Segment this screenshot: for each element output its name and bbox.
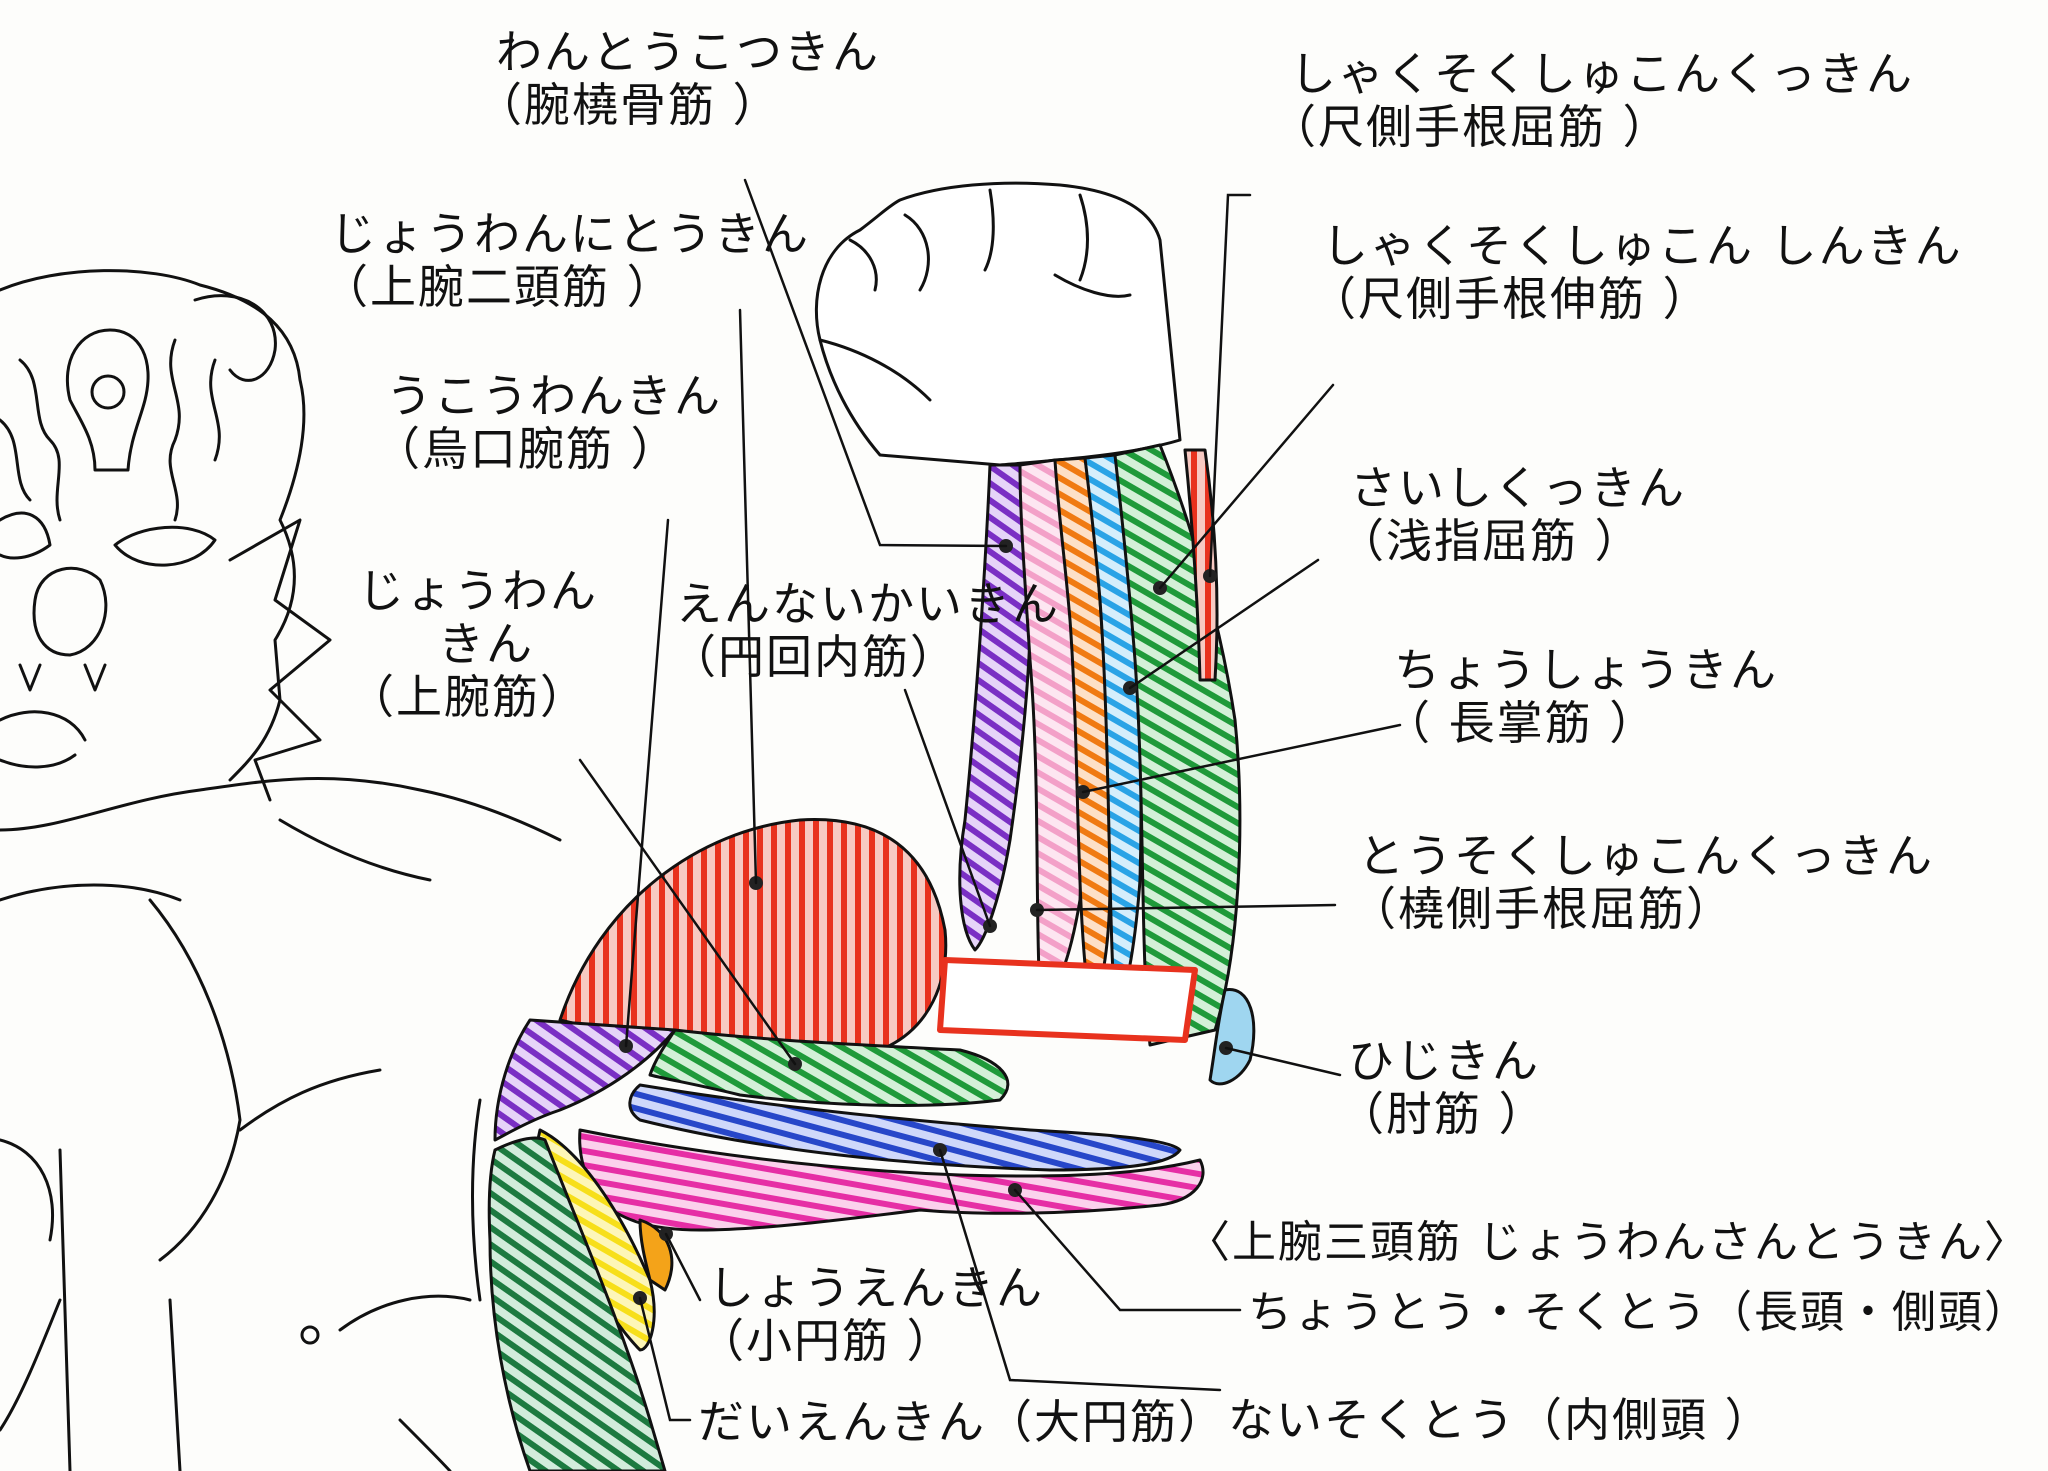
label-triceps-medial-text: ないそくとう（内側頭 ） — [1228, 1393, 1773, 1447]
leader-pronator — [903, 688, 992, 928]
torso-lat — [238, 1068, 472, 1471]
label-teres-minor-kana: しょうえんきん — [708, 1261, 1044, 1315]
torso-side — [0, 1138, 62, 1432]
label-fcu-kanji: （尺側手根屈筋 ） — [1270, 99, 1671, 154]
label-brachialis-kana2: きん — [438, 616, 534, 671]
muscle-teres-major — [487, 1136, 667, 1471]
label-anconeus: ひじきん （肘筋 ） — [1338, 1034, 1547, 1141]
leader-palmaris — [1081, 723, 1402, 794]
label-anconeus-kana: ひじきん — [1348, 1034, 1540, 1088]
label-teres-major: だいえんきん（大円筋） — [698, 1396, 1226, 1449]
leader-teres-minor — [664, 1232, 702, 1302]
torso-armpit — [471, 1098, 482, 1302]
mask-stripes-right — [168, 338, 221, 522]
leader-biceps — [738, 308, 758, 885]
label-coracobrachialis-kanji: （烏口腕筋 ） — [374, 421, 679, 476]
label-anconeus-kanji: （肘筋 ） — [1338, 1086, 1547, 1141]
figure-outline — [0, 269, 562, 1471]
label-triceps-long-lateral: ちょうとう・そくとう（長頭・側頭） — [1248, 1287, 2030, 1339]
leader-fds — [1128, 558, 1320, 690]
label-ecu-kana: しゃくそくしゅこん しんきん — [1322, 219, 1963, 273]
torso-nipple — [300, 1325, 320, 1345]
fist-outline — [814, 181, 1182, 467]
label-coracobrachialis: うこうわんきん （烏口腕筋 ） — [374, 369, 722, 476]
torso-chest — [0, 818, 432, 902]
label-fds: さいしくっきん （浅指屈筋 ） — [1338, 461, 1686, 568]
label-teres-major-text: だいえんきん（大円筋） — [698, 1395, 1226, 1449]
upper-arm-muscles — [487, 818, 1205, 1471]
label-pronator-kana: えんないかいきん — [676, 577, 1060, 631]
label-triceps-long-lateral-text: ちょうとう・そくとう（長頭・側頭） — [1248, 1287, 2030, 1338]
leader-fcu — [1208, 193, 1252, 578]
leader-anconeus — [1224, 1046, 1342, 1077]
label-biceps-kanji: （上腕二頭筋 ） — [322, 259, 675, 314]
torso-shoulder — [0, 776, 562, 842]
muscle-biceps-tendon — [937, 957, 1198, 1043]
mask-fangs — [18, 663, 107, 692]
label-biceps: じょうわんにとうきん （上腕二頭筋 ） — [322, 207, 810, 314]
label-fcu: しゃくそくしゅこんくっきん （尺側手根屈筋 ） — [1270, 47, 1914, 154]
muscle-brachioradialis — [958, 463, 1033, 952]
muscle-anconeus — [1208, 988, 1256, 1086]
label-brachioradialis-kana: わんとうこつきん — [496, 25, 880, 79]
mask-stripes-left — [0, 358, 62, 522]
label-fds-kanji: （浅指屈筋 ） — [1338, 513, 1643, 568]
leader-brachioradialis — [743, 178, 1008, 548]
label-brachialis-kanji: （上腕筋） — [348, 669, 588, 724]
leader-ecu — [1158, 383, 1335, 590]
label-triceps-medial: ないそくとう（内側頭 ） — [1228, 1394, 1773, 1447]
muscle-brachialis — [648, 1028, 1010, 1107]
label-palmaris-kanji: （ 長掌筋 ） — [1384, 695, 1658, 750]
mask-head — [0, 269, 306, 782]
torso-abs — [58, 1148, 182, 1471]
label-teres-minor: しょうえんきん （小円筋 ） — [698, 1261, 1044, 1368]
muscle-biceps — [558, 818, 948, 1057]
mask-eye-left — [0, 511, 52, 560]
label-fcu-kana: しゃくそくしゅこんくっきん — [1290, 47, 1914, 101]
label-fcr: とうそくしゅこんくっきん （橈側手根屈筋） — [1350, 829, 1934, 936]
muscle-fcu — [1183, 448, 1219, 682]
leader-lines — [578, 178, 1402, 1422]
leader-triceps-long-lateral — [1013, 1188, 1242, 1312]
mask-outline-jag — [228, 518, 332, 802]
leader-triceps-medial — [938, 1148, 1222, 1392]
label-brachioradialis: わんとうこつきん （腕橈骨筋 ） — [476, 25, 880, 132]
leader-coracobrachialis — [624, 518, 670, 1048]
label-ecu: しゃくそくしゅこん しんきん （尺側手根伸筋 ） — [1310, 219, 1963, 326]
mask-forehead-dot — [90, 374, 126, 410]
muscle-triceps-medial — [628, 1083, 1182, 1172]
label-fds-kana: さいしくっきん — [1350, 461, 1686, 515]
leader-fcr — [1035, 903, 1337, 912]
mask-ear — [193, 294, 277, 382]
torso-pec — [148, 898, 242, 1262]
label-triceps-header: 〈上腕三頭筋 じょうわんさんとうきん〉 — [1186, 1217, 2030, 1269]
label-brachialis-kana1: じょうわん — [358, 564, 598, 618]
label-biceps-kana: じょうわんにとうきん — [330, 207, 810, 261]
mask-nose — [32, 566, 108, 657]
label-brachioradialis-kanji: （腕橈骨筋 ） — [476, 77, 781, 132]
label-triceps-header-text: 〈上腕三頭筋 じょうわんさんとうきん〉 — [1186, 1217, 2030, 1268]
mask-eye — [113, 525, 217, 567]
label-pronator-kanji: （円回内筋） — [670, 629, 958, 684]
label-ecu-kanji: （尺側手根伸筋 ） — [1310, 271, 1711, 326]
leader-teres-major — [638, 1296, 692, 1422]
mask-forehead-mark — [65, 328, 150, 472]
label-fcr-kana: とうそくしゅこんくっきん — [1358, 829, 1934, 883]
label-pronator: えんないかいきん （円回内筋） — [670, 577, 1060, 684]
label-coracobrachialis-kana: うこうわんきん — [386, 369, 722, 423]
label-palmaris: ちょうしょうきん （ 長掌筋 ） — [1384, 643, 1778, 750]
leader-brachialis — [578, 758, 797, 1066]
label-fcr-kanji: （橈側手根屈筋） — [1350, 881, 1734, 936]
label-brachialis: じょうわん きん （上腕筋） — [348, 564, 598, 724]
mask-mouth — [0, 710, 87, 769]
label-palmaris-kana: ちょうしょうきん — [1394, 643, 1778, 697]
label-teres-minor-kanji: （小円筋 ） — [698, 1313, 955, 1368]
